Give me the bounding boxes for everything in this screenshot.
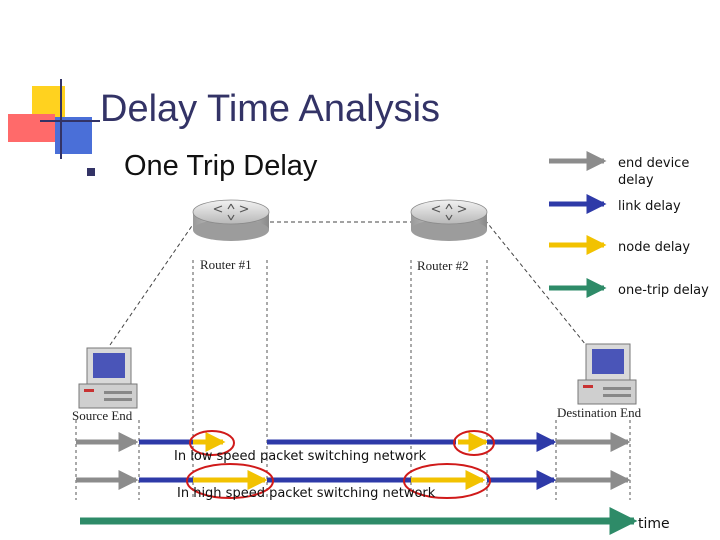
router-1-label: Router #1 xyxy=(200,257,252,273)
time-axis-label: time xyxy=(638,516,670,532)
slide-logo xyxy=(8,79,100,159)
router-icon xyxy=(411,200,487,241)
legend-label-node: node delay xyxy=(618,239,713,256)
computer-icon xyxy=(79,348,137,408)
bullet-text: One Trip Delay xyxy=(124,150,317,183)
network-links xyxy=(110,220,590,350)
legend-label-end-device: end device delay xyxy=(618,155,713,189)
computer-icon xyxy=(578,344,636,404)
bullet-marker xyxy=(87,168,95,176)
low-speed-network-label: In low speed packet switching network xyxy=(174,449,426,464)
source-end-label: Source End xyxy=(72,408,132,424)
legend-label-one-trip: one-trip delay xyxy=(618,282,713,299)
router-icon xyxy=(193,200,269,241)
destination-end-label: Destination End xyxy=(557,405,641,421)
legend-label-link: link delay xyxy=(618,198,713,215)
router-2-label: Router #2 xyxy=(417,258,469,274)
slide-title: Delay Time Analysis xyxy=(100,88,440,131)
high-speed-network-label: In high speed packet switching network xyxy=(177,486,435,501)
